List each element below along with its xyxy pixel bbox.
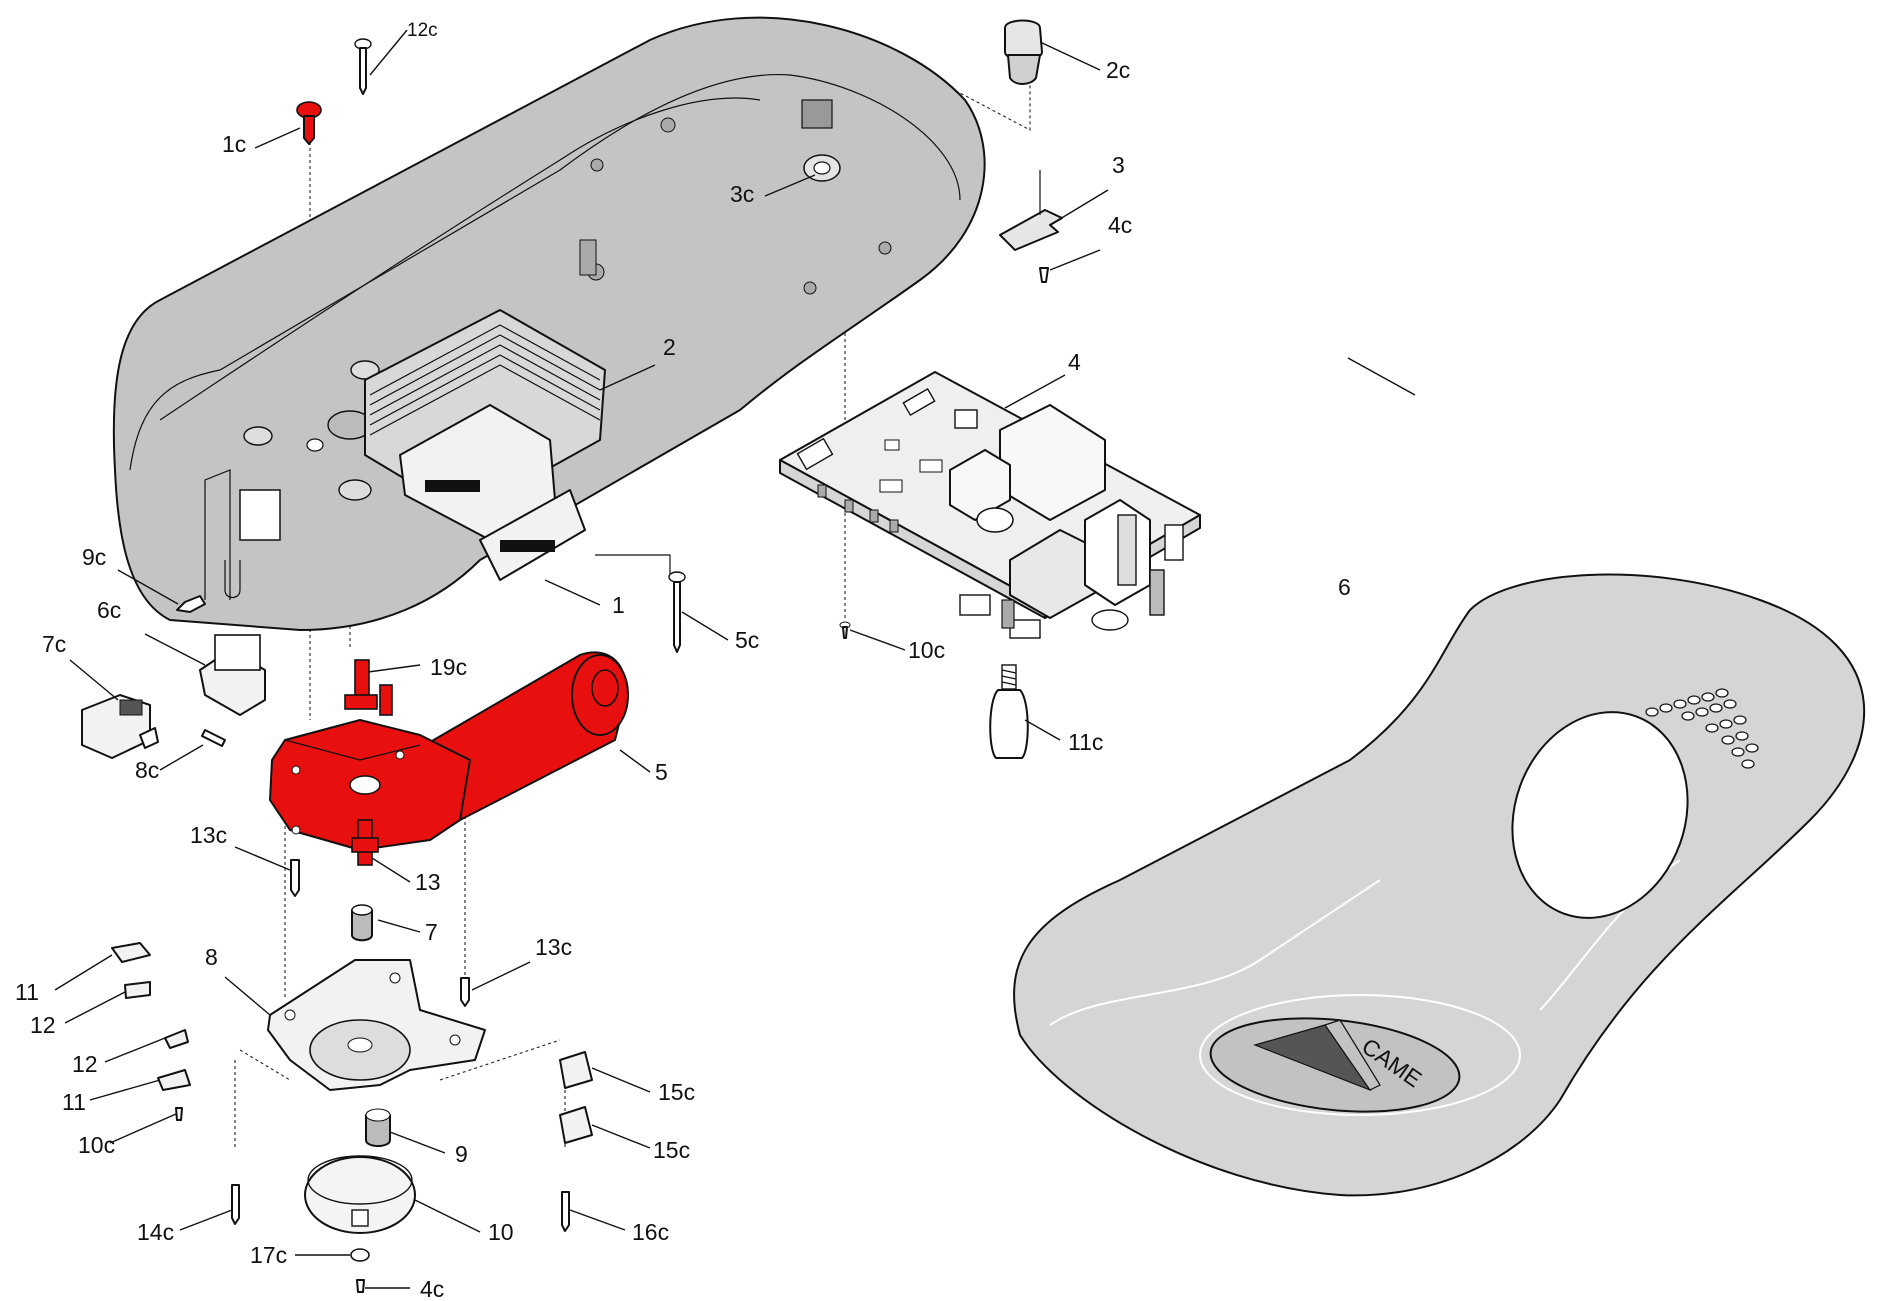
switch-7c	[81, 694, 159, 759]
callout-4c-bottom: 4c	[420, 1276, 444, 1301]
callout-5c: 5c	[735, 627, 759, 653]
callout-19c: 19c	[430, 654, 467, 680]
callout-10: 10	[488, 1219, 514, 1245]
screw-5c	[668, 571, 686, 653]
callout-7: 7	[425, 919, 438, 945]
housing-part-1	[112, 16, 986, 631]
microswitch-part-11-top	[111, 942, 151, 963]
vent-holes	[1645, 688, 1759, 769]
callout-15c-bottom: 15c	[653, 1137, 690, 1163]
callout-11c: 11c	[1068, 729, 1103, 755]
callout-16c: 16c	[632, 1219, 669, 1245]
screw-1c-highlighted	[296, 101, 322, 145]
callout-14c: 14c	[137, 1219, 174, 1245]
callout-9c: 9c	[82, 544, 106, 570]
bracket-6c	[199, 634, 266, 716]
screw-10c-bottom	[175, 1107, 183, 1121]
callout-3c: 3c	[730, 181, 754, 207]
gear-part-9	[365, 1108, 391, 1147]
callout-17c: 17c	[250, 1242, 287, 1268]
bulb-11c	[989, 664, 1029, 759]
transformer-part-2	[364, 309, 606, 581]
callout-3: 3	[1112, 152, 1125, 178]
callout-10c-top: 10c	[908, 637, 945, 663]
callout-2c: 2c	[1106, 57, 1130, 83]
cam-part-12-bottom	[164, 1029, 189, 1049]
callout-11-bottom: 11	[62, 1089, 86, 1115]
callout-8c: 8c	[135, 757, 159, 783]
leader-lines	[54, 29, 1416, 1289]
callout-12-top: 12	[30, 1012, 56, 1038]
callout-8: 8	[205, 944, 218, 970]
screw-10c-top	[839, 621, 851, 639]
callout-15c-top: 15c	[658, 1079, 695, 1105]
callout-11-top: 11	[15, 979, 39, 1005]
screw-4c-bottom	[356, 1279, 365, 1293]
callout-5: 5	[655, 759, 668, 785]
bracket-part-3	[999, 170, 1063, 251]
callout-7c: 7c	[42, 631, 66, 657]
washer-17c	[350, 1248, 370, 1262]
control-board-part-4	[779, 371, 1201, 639]
screw-9c	[176, 595, 206, 613]
screw-12c	[354, 38, 372, 95]
screw-14c	[231, 1184, 240, 1225]
screw-13c-right	[460, 977, 470, 1007]
cap-part-10	[304, 1155, 416, 1234]
limit-switch-15c-bottom	[559, 1106, 593, 1144]
callout-10c-bottom: 10c	[78, 1132, 115, 1158]
callout-1: 1	[612, 592, 625, 618]
callout-13c-top: 13c	[190, 822, 227, 848]
callout-4: 4	[1068, 349, 1081, 375]
callout-6: 6	[1338, 574, 1351, 600]
callout-12-bottom: 12	[72, 1051, 98, 1077]
callout-4c-top: 4c	[1108, 212, 1132, 238]
gear-plate-part-8	[267, 959, 486, 1091]
callout-13c-right: 13c	[535, 934, 572, 960]
microswitch-part-11-bottom	[157, 1069, 191, 1091]
cable-gland-2c	[1004, 19, 1043, 85]
callout-labels: 12c 2c 1c 3c 3 4c 2 4 1 9c 6c 7c 19c 5c …	[15, 20, 1351, 1301]
callout-13: 13	[415, 869, 441, 895]
screw-4c-top	[1039, 267, 1049, 283]
pin-8c	[201, 729, 226, 747]
limit-switch-15c-top	[559, 1051, 593, 1089]
cover-part-6: CAME	[1013, 573, 1866, 1197]
callout-2: 2	[663, 334, 676, 360]
callout-6c: 6c	[97, 597, 121, 623]
screw-16c	[561, 1191, 570, 1232]
callout-12c: 12c	[407, 20, 438, 41]
cam-part-12-top	[124, 981, 151, 999]
pinion-part-7	[351, 904, 373, 942]
screw-13c-left	[290, 859, 300, 897]
gearmotor-part-5-highlighted	[269, 651, 629, 866]
callout-1c: 1c	[222, 131, 246, 157]
callout-9: 9	[455, 1141, 468, 1167]
